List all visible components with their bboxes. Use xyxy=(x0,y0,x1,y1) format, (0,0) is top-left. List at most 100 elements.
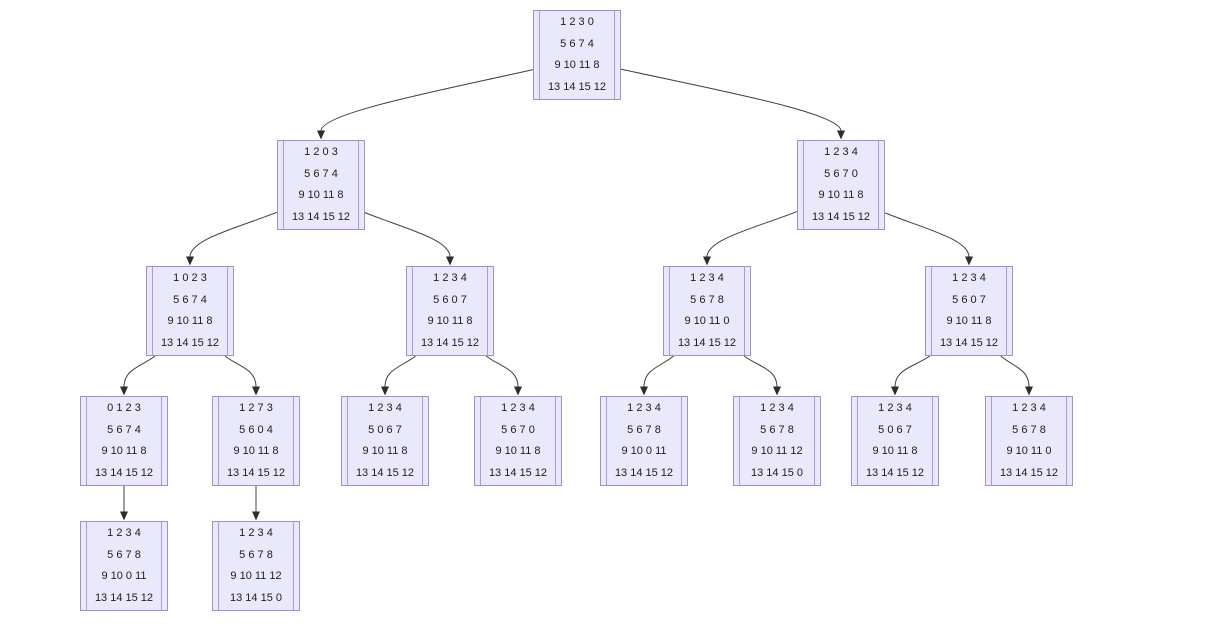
puzzle-row: 5 6 7 0 xyxy=(824,167,858,180)
node-inner-rule xyxy=(932,397,933,485)
puzzle-row: 13 14 15 12 xyxy=(614,466,674,479)
node-inner-rule xyxy=(86,397,87,485)
node-inner-rule xyxy=(161,522,162,610)
node-inner-rule xyxy=(1066,397,1067,485)
puzzle-row: 9 10 11 8 xyxy=(495,445,541,457)
puzzle-row: 13 14 15 0 xyxy=(230,591,282,604)
puzzle-row: 5 6 7 4 xyxy=(107,423,141,436)
puzzle-row: 1 2 3 4 xyxy=(760,402,794,414)
arrowhead-icon xyxy=(837,130,845,140)
tree-edge xyxy=(894,355,931,388)
tree-edge xyxy=(620,68,842,132)
puzzle-row: 9 10 11 8 xyxy=(298,189,344,201)
tree-edge xyxy=(706,211,798,258)
puzzle-row: 1 2 0 3 xyxy=(304,146,338,158)
arrowhead-icon xyxy=(965,256,973,266)
puzzle-row: 9 10 11 8 xyxy=(167,315,213,327)
node-inner-rule xyxy=(412,267,413,355)
puzzle-row: 9 10 11 8 xyxy=(101,445,147,457)
puzzle-row: 1 2 3 4 xyxy=(433,272,467,284)
arrowhead-icon xyxy=(317,130,325,140)
node-inner-rule xyxy=(931,267,932,355)
tree-edge xyxy=(189,211,278,258)
puzzle-row: 5 6 7 4 xyxy=(560,37,594,50)
node-inner-rule xyxy=(347,397,348,485)
arrowhead-icon xyxy=(120,511,128,521)
puzzle-row: 13 14 15 12 xyxy=(226,466,286,479)
node-inner-rule xyxy=(358,141,359,229)
node-inner-rule xyxy=(86,522,87,610)
node-inner-rule xyxy=(422,397,423,485)
puzzle-row: 13 14 15 12 xyxy=(488,466,548,479)
arrowhead-icon xyxy=(514,386,522,396)
node-inner-rule xyxy=(606,397,607,485)
arrowhead-icon xyxy=(186,256,194,266)
puzzle-row: 9 10 11 8 xyxy=(872,445,918,457)
puzzle-row: 1 2 3 4 xyxy=(107,527,141,539)
puzzle-row: 5 6 0 7 xyxy=(952,293,986,306)
node-inner-rule xyxy=(614,11,615,99)
puzzle-row: 13 14 15 12 xyxy=(999,466,1059,479)
puzzle-row: 1 2 3 4 xyxy=(824,146,858,158)
node-inner-rule xyxy=(555,397,556,485)
node-inner-rule xyxy=(293,522,294,610)
puzzle-row: 9 10 0 11 xyxy=(621,445,667,457)
node-inner-rule xyxy=(152,267,153,355)
arrowhead-icon xyxy=(1025,386,1033,396)
node-inner-rule xyxy=(487,267,488,355)
puzzle-row: 13 14 15 12 xyxy=(355,466,415,479)
puzzle-row: 5 6 7 8 xyxy=(1012,423,1046,436)
puzzle-node: 1 2 3 4 5 6 7 8 9 10 11 0 13 14 15 12 xyxy=(985,396,1073,486)
puzzle-row: 5 6 7 8 xyxy=(690,293,724,306)
node-inner-rule xyxy=(739,397,740,485)
puzzle-row: 5 0 6 7 xyxy=(878,423,912,436)
puzzle-node: 1 2 3 4 5 6 7 8 9 10 11 12 13 14 15 0 xyxy=(733,396,821,486)
arrowhead-icon xyxy=(891,386,899,396)
puzzle-row: 13 14 15 0 xyxy=(751,466,803,479)
node-inner-rule xyxy=(814,397,815,485)
node-inner-rule xyxy=(991,397,992,485)
node-inner-rule xyxy=(1006,267,1007,355)
puzzle-row: 5 6 7 8 xyxy=(760,423,794,436)
arrowhead-icon xyxy=(252,511,260,521)
node-inner-rule xyxy=(227,267,228,355)
node-inner-rule xyxy=(480,397,481,485)
puzzle-row: 1 2 3 4 xyxy=(1012,402,1046,414)
puzzle-row: 0 1 2 3 xyxy=(107,402,141,414)
puzzle-row: 1 2 3 4 xyxy=(368,402,402,414)
puzzle-row: 9 10 11 12 xyxy=(751,445,803,457)
puzzle-row: 13 14 15 12 xyxy=(94,591,154,604)
tree-edge xyxy=(320,69,534,132)
arrowhead-icon xyxy=(703,256,711,266)
tree-edge xyxy=(1000,355,1030,388)
puzzle-row: 5 6 7 0 xyxy=(501,423,535,436)
tree-edge xyxy=(364,212,451,258)
puzzle-row: 13 14 15 12 xyxy=(939,336,999,349)
puzzle-row: 9 10 11 8 xyxy=(233,445,279,457)
puzzle-row: 9 10 11 0 xyxy=(684,315,730,327)
arrowhead-icon xyxy=(446,256,454,266)
puzzle-row: 1 2 3 4 xyxy=(878,402,912,414)
tree-edge xyxy=(384,355,416,388)
puzzle-row: 9 10 11 8 xyxy=(554,59,600,71)
puzzle-row: 13 14 15 12 xyxy=(547,80,607,93)
node-inner-rule xyxy=(857,397,858,485)
node-inner-rule xyxy=(161,397,162,485)
tree-edge xyxy=(123,355,156,388)
puzzle-row: 9 10 11 0 xyxy=(1006,445,1052,457)
